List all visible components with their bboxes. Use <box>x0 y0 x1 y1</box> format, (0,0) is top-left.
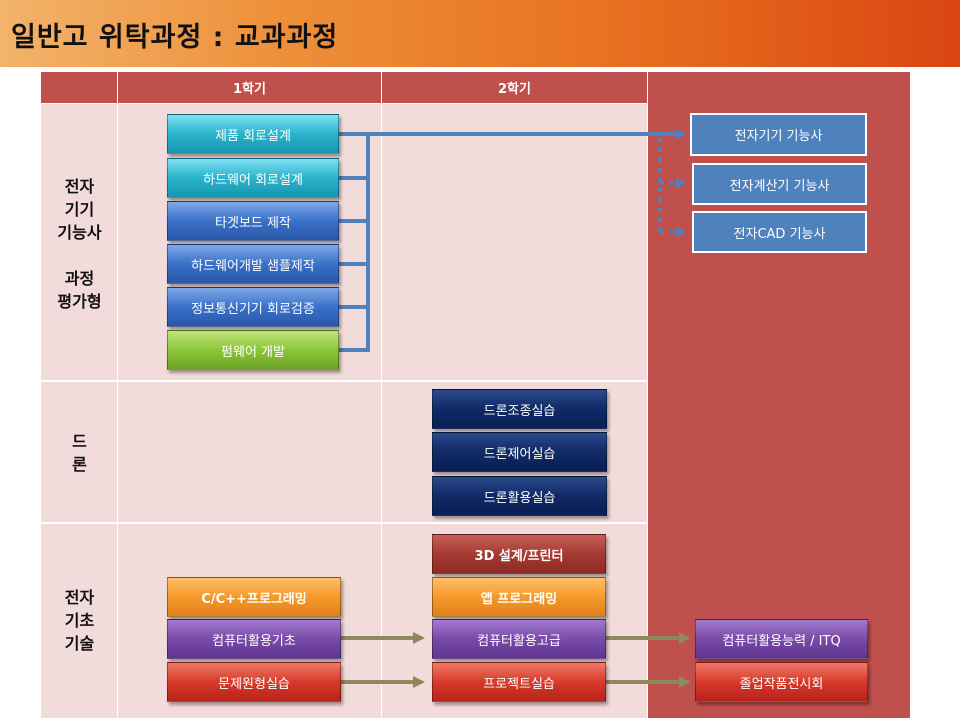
course-box: 펌웨어 개발 <box>167 330 339 370</box>
course-box: 제품 회로설계 <box>167 114 339 154</box>
course-box: 컴퓨터활용기초 <box>167 619 341 659</box>
course-box: C/C++프로그래밍 <box>167 577 341 617</box>
grid-line <box>117 72 118 718</box>
electronic-row <box>41 104 647 380</box>
row-label-electronic: 전자 기기 기능사 과정 평가형 <box>57 177 102 311</box>
grid-line <box>647 72 648 718</box>
table-header: 1학기 2학기 <box>41 72 647 103</box>
semester-2-header: 2학기 <box>498 82 531 97</box>
grid-line <box>41 103 647 104</box>
certification-box: 전자CAD 기능사 <box>692 211 867 253</box>
row-label-basic: 전자 기초 기술 <box>64 588 95 653</box>
certification-box: 전자계산기 기능사 <box>692 163 867 205</box>
course-box: 하드웨어개발 샘플제작 <box>167 244 339 284</box>
course-box: 컴퓨터활용고급 <box>432 619 606 659</box>
course-box: 드론활용실습 <box>432 476 607 516</box>
semester-1-header: 1학기 <box>233 82 266 97</box>
course-box: 하드웨어 회로설계 <box>167 158 339 198</box>
page-title: 일반고 위탁과정 : 교과과정 <box>11 22 339 53</box>
course-box: 드론조종실습 <box>432 389 607 429</box>
course-box: 3D 설계/프린터 <box>432 534 606 574</box>
course-box: 정보통신기기 회로검증 <box>167 287 339 327</box>
basic-arrows <box>341 632 691 688</box>
electronic-connector <box>339 129 686 352</box>
certification-box: 전자기기 기능사 <box>690 113 867 156</box>
certification-dotted-connector <box>658 138 686 237</box>
course-box: 앱 프로그래밍 <box>432 577 606 617</box>
course-box: 타겟보드 제작 <box>167 201 339 241</box>
grid-line <box>381 72 382 718</box>
course-box: 프로젝트실습 <box>432 662 606 702</box>
course-box: 드론제어실습 <box>432 432 607 472</box>
outcome-box: 졸업작품전시회 <box>695 662 868 702</box>
title-bar: 일반고 위탁과정 : 교과과정 <box>0 0 960 67</box>
course-box: 문제원형실습 <box>167 662 341 702</box>
outcome-box: 컴퓨터활용능력 / ITQ <box>695 619 868 659</box>
row-label-drone: 드 론 <box>72 432 87 474</box>
